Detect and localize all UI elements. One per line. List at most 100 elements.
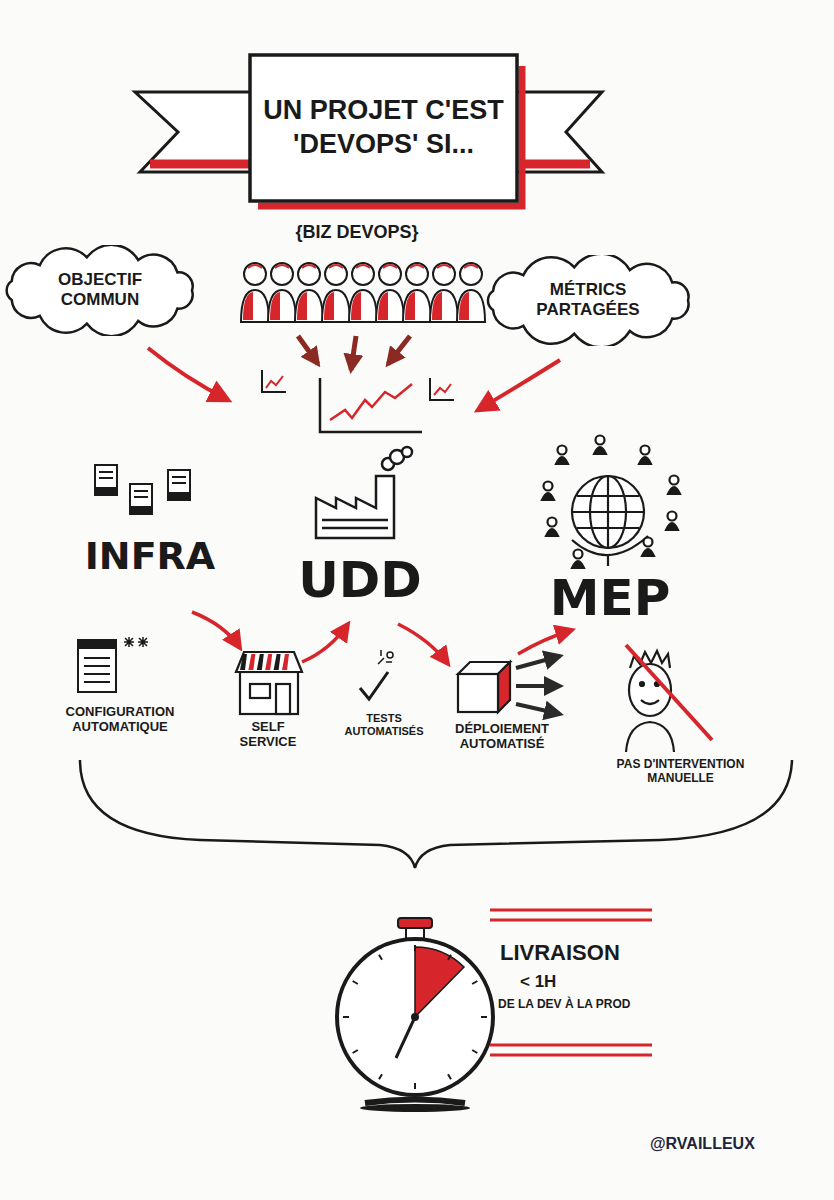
team-figures [241, 290, 269, 322]
stopwatch [472, 1050, 477, 1053]
team-figures [406, 263, 428, 285]
team-figures [295, 290, 323, 322]
team-figures [403, 263, 431, 322]
team-figures [270, 292, 280, 320]
team-figures [241, 263, 485, 322]
team-figures [378, 292, 388, 320]
shop-icon [248, 654, 255, 670]
globe-icon [670, 476, 679, 485]
stopwatch [415, 947, 464, 1017]
team-figures [464, 265, 478, 268]
team-figures [324, 292, 334, 320]
package-cube [458, 662, 510, 712]
team-label: {BIZ DEVOPS} [262, 222, 452, 243]
globe-icon [572, 511, 644, 513]
delivery-text: < 1H [520, 972, 630, 992]
stopwatch [411, 1013, 419, 1021]
team-figures [248, 265, 262, 268]
globe-icon [577, 495, 639, 497]
stopwatch [448, 1074, 451, 1079]
config-icon [78, 637, 148, 692]
cloud-text: OBJECTIF COMMUN [40, 270, 160, 309]
server-icons [130, 484, 152, 514]
stopwatch [481, 1016, 487, 1018]
shop-icon [240, 654, 247, 670]
team-figures [457, 290, 485, 322]
team-figures [325, 263, 347, 285]
metrics-chart [266, 376, 283, 388]
check-icon [387, 652, 393, 658]
thought-cloud: OBJECTIF COMMUN [0, 245, 204, 336]
server-icons [95, 465, 190, 514]
stage-name: MEP [535, 570, 685, 628]
globe-icon [641, 446, 650, 455]
stopwatch [343, 945, 487, 1089]
globe-icon [548, 518, 557, 527]
server-icons [172, 482, 186, 484]
config-icon [84, 657, 110, 659]
team-arrows [298, 336, 410, 370]
cloud-outline [487, 255, 688, 346]
team-figures [410, 265, 424, 268]
team-figures [437, 265, 451, 268]
metrics-chart [330, 384, 412, 420]
step-label: SELF SERVICE [224, 720, 312, 750]
thought-cloud: MÉTRICS PARTAGÉES [477, 255, 700, 346]
step-label: DÉPLOIEMENT AUTOMATISÉ [438, 722, 566, 752]
config-icon [124, 637, 134, 647]
team-figures [349, 263, 377, 322]
team-figures [275, 265, 289, 268]
step-label: TESTS AUTOMATISÉS [338, 712, 430, 737]
config-icon [84, 665, 110, 667]
banner-ribbon [135, 92, 255, 172]
server-icons [168, 493, 190, 500]
server-icons [99, 471, 113, 473]
team-figures [297, 292, 307, 320]
globe-icon [556, 457, 568, 464]
step-label: PAS D'INTERVENTION MANUELLE [598, 758, 763, 786]
shop-icon [236, 652, 302, 672]
config-icon [84, 681, 110, 683]
shop-icon [282, 654, 289, 670]
metrics-chart [320, 378, 422, 432]
shop-icon [276, 684, 290, 714]
team-figures [244, 263, 266, 285]
person-crossed [626, 645, 712, 740]
team-figures [403, 290, 431, 322]
banner-ribbon [150, 160, 252, 169]
cloud-text: MÉTRICS PARTAGÉES [523, 280, 653, 319]
config-icon [78, 640, 116, 648]
globe-icon [644, 538, 653, 547]
accent-lines [490, 1054, 652, 1057]
globe-icon [607, 556, 609, 566]
title: UN PROJET C'EST 'DEVOPS' SI... [256, 94, 511, 162]
server-icons [95, 465, 117, 495]
globe-icon [577, 527, 639, 529]
team-figures [376, 263, 404, 322]
delivery-text: DE LA DEV À LA PROD [498, 998, 698, 1012]
stopwatch [343, 1016, 349, 1018]
team-figures [295, 263, 323, 322]
stopwatch [414, 1083, 416, 1089]
stopwatch [398, 918, 432, 928]
team-figures [430, 290, 458, 322]
flow-arrows [518, 630, 572, 654]
package-cube [458, 674, 498, 712]
metrics-chart [262, 370, 454, 432]
accent-lines [490, 1044, 652, 1047]
accent-lines [490, 919, 652, 922]
globe-icon [574, 550, 583, 559]
stopwatch [365, 1100, 465, 1104]
team-figures [457, 263, 485, 322]
shop-icon [274, 654, 281, 670]
server-icons [130, 507, 152, 514]
person-crossed [626, 722, 674, 752]
person-crossed [626, 645, 712, 752]
globe-icon [572, 561, 584, 568]
shop-icon [265, 654, 272, 670]
accent-lines [490, 909, 652, 912]
stopwatch [337, 939, 493, 1095]
banner-ribbon [515, 92, 602, 172]
team-figures [433, 263, 455, 285]
metrics-chart [262, 370, 286, 392]
